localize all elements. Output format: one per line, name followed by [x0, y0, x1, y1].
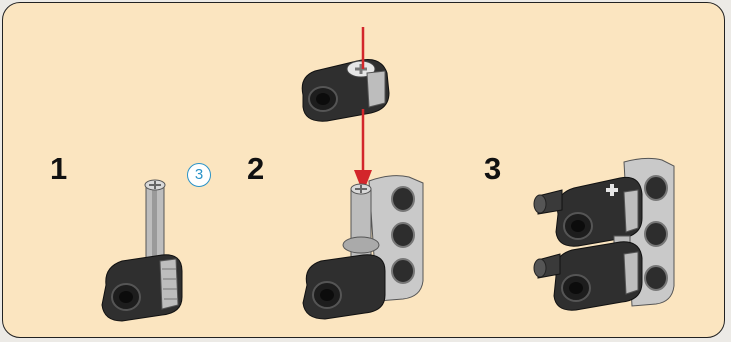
step-2-connector-top-icon — [301, 59, 390, 122]
quantity-badge: 3 — [187, 163, 211, 187]
step-3-number: 3 — [484, 151, 502, 186]
axle-pin-connector-icon — [101, 254, 183, 322]
axle-pin-connector-icon — [555, 176, 643, 247]
axle-pin-connector-icon — [553, 241, 643, 311]
step-2-number: 2 — [247, 151, 265, 186]
step-1-number: 1 — [50, 151, 68, 186]
step-2-assembly-illustration — [302, 175, 424, 320]
axle-pin-connector-icon — [302, 254, 386, 320]
step-3-assembly-illustration — [533, 157, 675, 311]
instruction-panel: 1 3 2 — [2, 2, 725, 338]
step-1-part-illustration — [101, 179, 183, 322]
axle-icon — [144, 179, 166, 276]
insert-arrow-icon — [354, 27, 372, 193]
